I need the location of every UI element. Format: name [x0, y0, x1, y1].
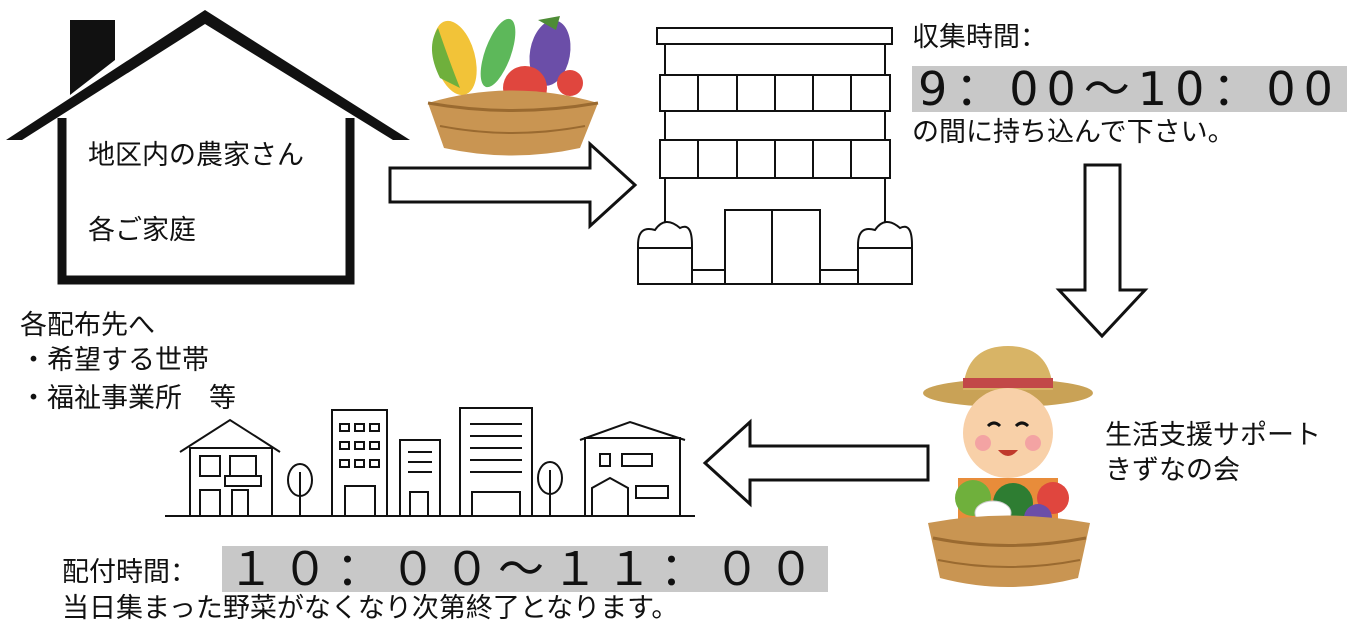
- destinations-title: 各配布先へ: [20, 310, 155, 341]
- arrow-left-icon: [700, 418, 932, 508]
- town-illustration: [160, 400, 700, 522]
- collection-time-value: 9：00～10：00: [912, 66, 1347, 112]
- organization-name-line2: きずなの会: [1105, 455, 1240, 486]
- house-outline: [0, 0, 420, 290]
- town-icon: [165, 407, 695, 517]
- collection-time-label: 収集時間：: [912, 22, 1047, 53]
- distribution-note: 当日集まった野菜がなくなり次第終了となります。: [62, 593, 679, 624]
- destination-item: ・福祉事業所 等: [20, 383, 236, 414]
- organization-name-line1: 生活支援サポート: [1105, 420, 1321, 451]
- house-label-households: 各ご家庭: [88, 215, 196, 246]
- arrow-down-icon: [1055, 160, 1150, 340]
- collection-building-image: [630, 20, 920, 290]
- arrow-right-icon: [385, 140, 640, 230]
- vegetables-icon: [427, 16, 599, 156]
- collection-time-note: の間に持ち込んで下さい。: [912, 117, 1235, 148]
- house-label-farmers: 地区内の農家さん: [88, 140, 304, 171]
- vegetable-basket-image: [420, 8, 605, 158]
- farmer-icon: [923, 346, 1093, 587]
- destination-item: ・希望する世帯: [20, 345, 209, 376]
- farmer-image: [918, 338, 1100, 593]
- house-icon: [6, 10, 410, 285]
- building-icon: [637, 27, 913, 285]
- distribution-time-value: １０：００～１１：００: [222, 546, 828, 592]
- distribution-time-label: 配付時間：: [62, 557, 197, 588]
